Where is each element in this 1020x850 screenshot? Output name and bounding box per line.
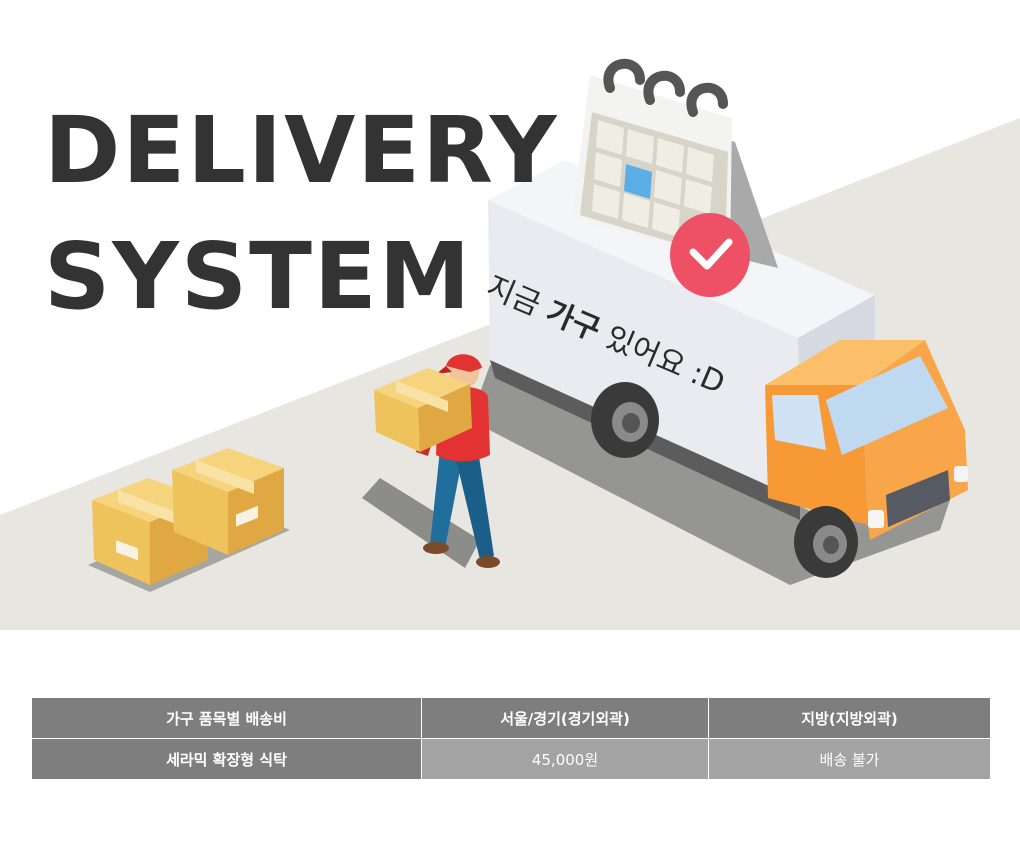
person-shadow	[362, 478, 480, 568]
box-icon	[172, 448, 284, 555]
table-header-cell: 가구 품목별 배송비	[31, 697, 422, 739]
cab-top	[765, 340, 925, 385]
shipping-fee-table: 가구 품목별 배송비 서울/경기(경기외곽) 지방(지방외곽) 세라믹 확장형 …	[31, 697, 991, 780]
table-cell-value: 45,000원	[421, 738, 709, 780]
table-cell-value: 배송 불가	[708, 738, 991, 780]
calendar-selected-day	[624, 164, 652, 199]
cab-windshield	[826, 356, 948, 455]
truck-cargo-side	[488, 200, 800, 500]
front-wheel	[794, 506, 858, 578]
delivery-scene	[0, 58, 1020, 630]
table-cell-item: 세라믹 확장형 식탁	[31, 738, 422, 780]
title-line-delivery: DELIVERY	[44, 97, 559, 204]
page-title: DELIVERY SYSTEM	[44, 88, 559, 340]
hero-illustration: DELIVERY SYSTEM 지금 가구 있어요 :D	[0, 58, 1020, 630]
headlight	[868, 510, 884, 528]
cab-side-window	[772, 395, 826, 450]
delivery-person	[374, 354, 500, 568]
title-line-system: SYSTEM	[44, 223, 473, 330]
table-header-row: 가구 품목별 배송비 서울/경기(경기외곽) 지방(지방외곽)	[31, 697, 991, 739]
table-header-cell: 서울/경기(경기외곽)	[421, 697, 709, 739]
headlight	[954, 466, 968, 482]
rear-wheel	[591, 382, 659, 458]
check-icon	[670, 213, 750, 297]
table-header-cell: 지방(지방외곽)	[708, 697, 991, 739]
table-row: 세라믹 확장형 식탁 45,000원 배송 불가	[31, 738, 991, 780]
cab-grille	[886, 470, 950, 527]
